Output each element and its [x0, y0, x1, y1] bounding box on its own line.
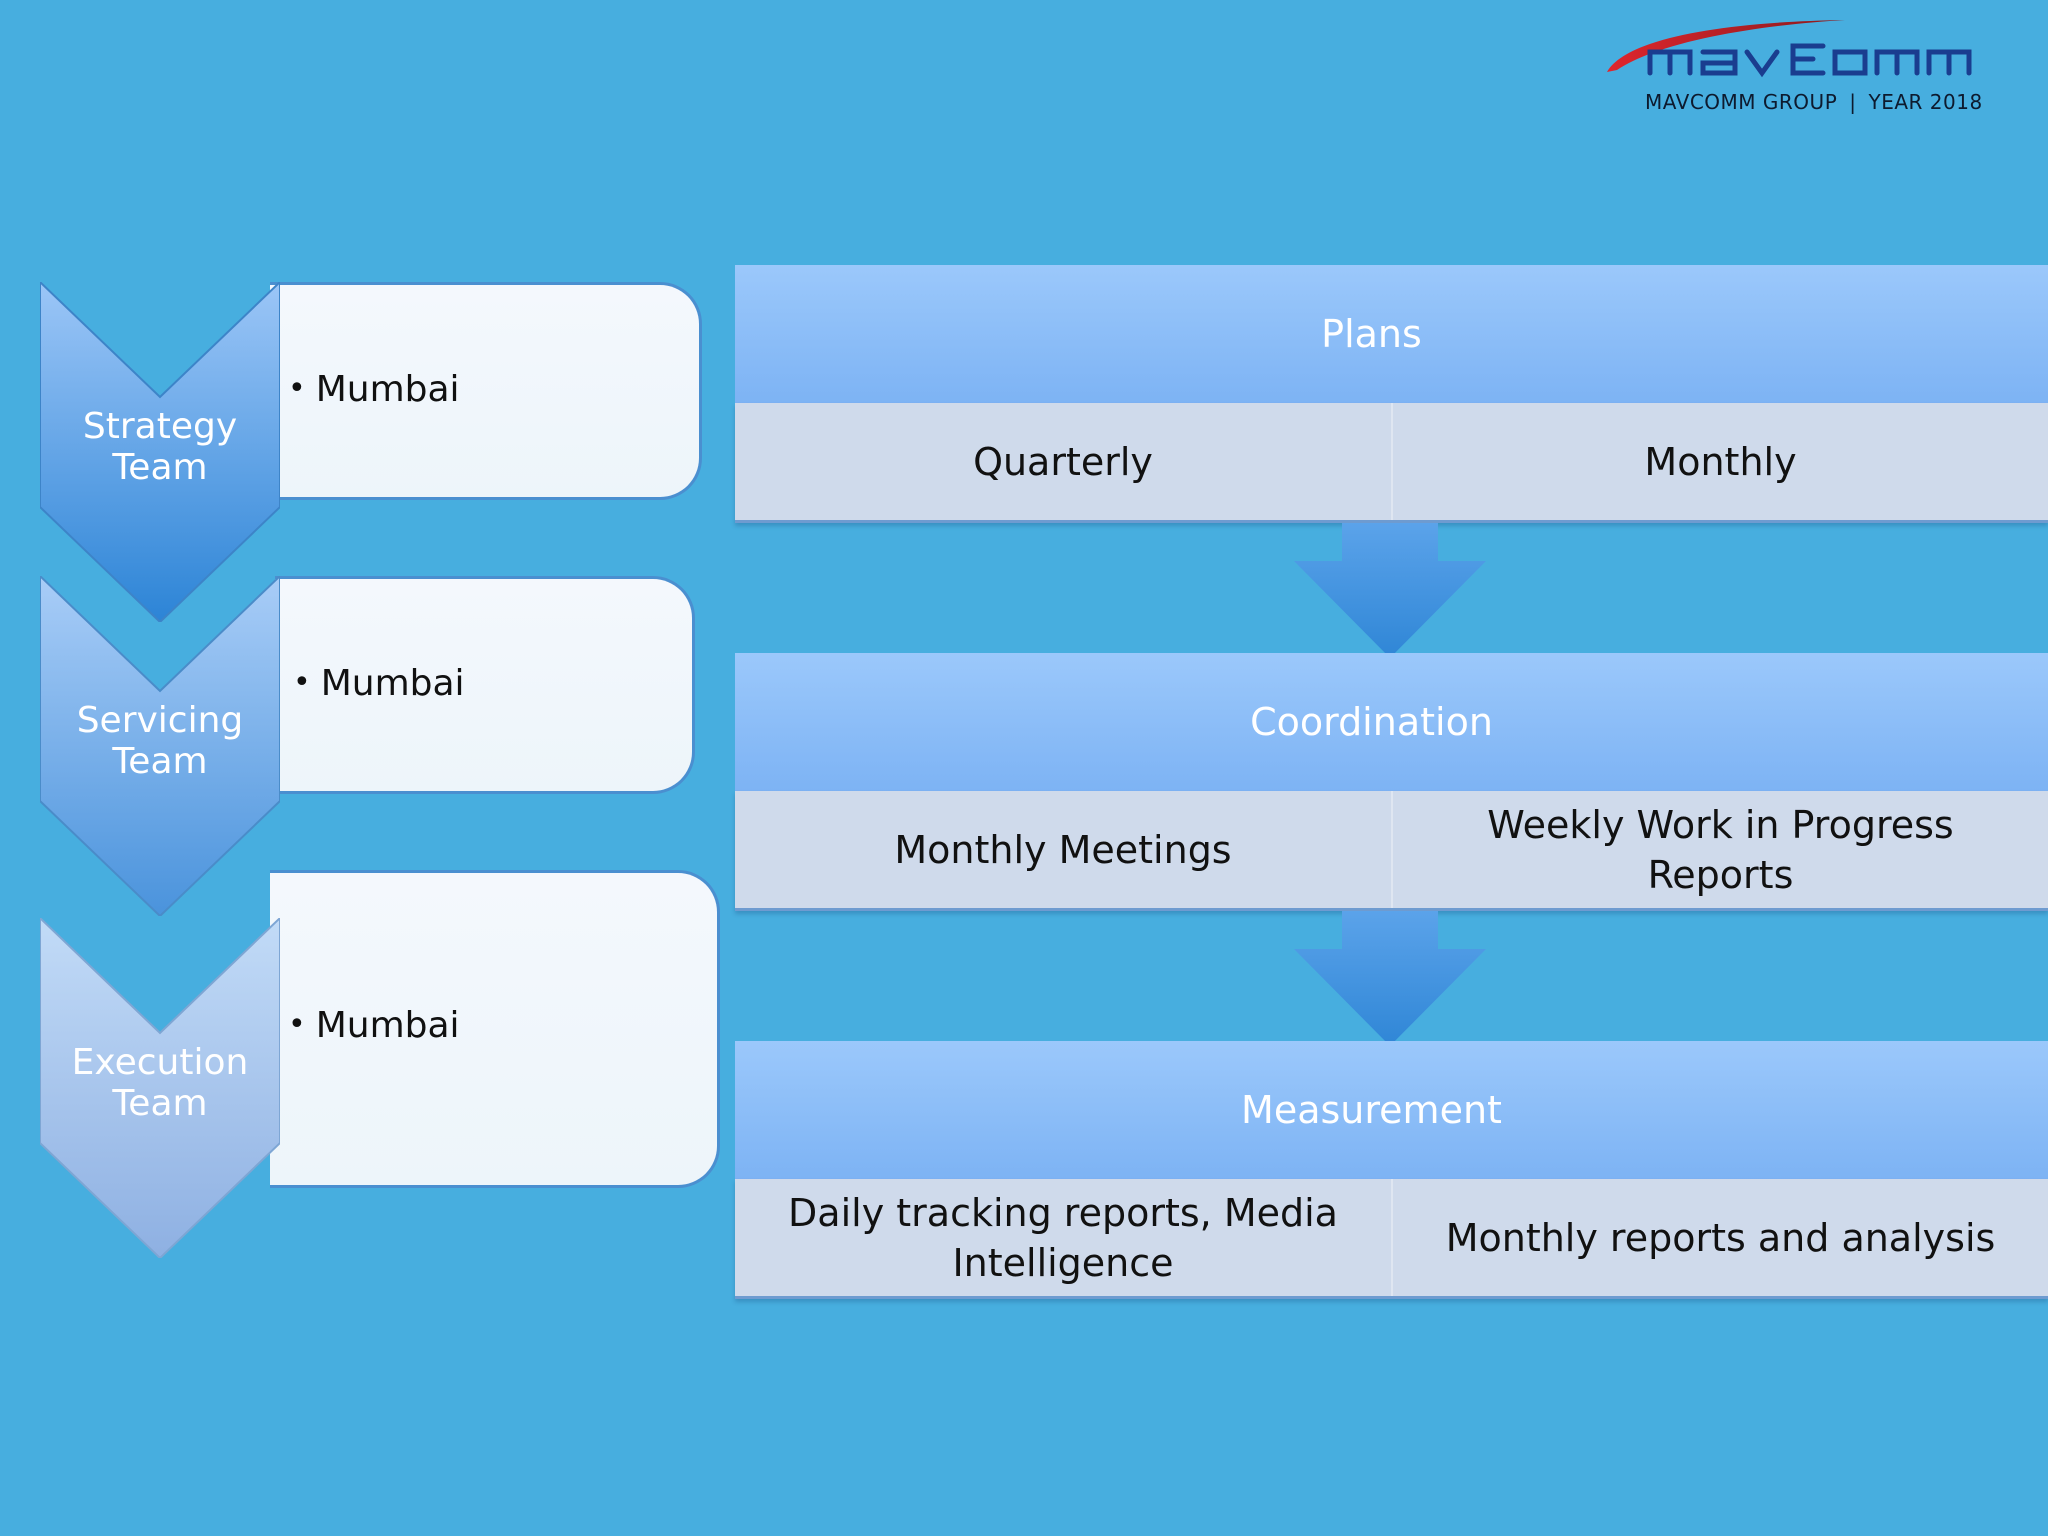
plans-left-cell: Quarterly — [735, 403, 1393, 520]
execution-team-item: • Mumbai — [288, 1005, 460, 1046]
plans-body: Quarterly Monthly — [735, 403, 2048, 523]
down-arrow-icon — [1294, 523, 1486, 658]
down-arrow-icon — [1294, 911, 1486, 1046]
logo-year: YEAR 2018 — [1868, 90, 1983, 114]
plans-block: Plans Quarterly Monthly — [735, 265, 2048, 523]
strategy-team-chevron: Strategy Team — [40, 282, 280, 622]
mavcomm-logo: MAVCOMM GROUP | YEAR 2018 — [1595, 10, 2015, 120]
strategy-team-location: Mumbai — [315, 369, 460, 410]
coordination-left-cell: Monthly Meetings — [735, 791, 1393, 908]
strategy-team-card: • Mumbai — [270, 282, 702, 500]
logo-caption: MAVCOMM GROUP | YEAR 2018 — [1645, 90, 2005, 114]
bullet-icon: • — [288, 371, 306, 406]
plans-title: Plans — [1321, 312, 1422, 356]
measurement-block: Measurement Daily tracking reports, Medi… — [735, 1041, 2048, 1299]
execution-team-label: Execution Team — [71, 1042, 249, 1124]
servicing-team-item: • Mumbai — [293, 663, 465, 704]
execution-team-location: Mumbai — [315, 1005, 460, 1046]
servicing-team-card: • Mumbai — [275, 576, 695, 794]
plans-right-cell: Monthly — [1644, 439, 1797, 484]
measurement-body: Daily tracking reports, Media Intelligen… — [735, 1179, 2048, 1299]
chevron-shape-icon — [40, 576, 280, 916]
servicing-team-location: Mumbai — [320, 663, 465, 704]
coordination-right-cell: Weekly Work in Progress Reports — [1487, 802, 1954, 897]
strategy-team-item: • Mumbai — [288, 369, 460, 410]
servicing-team-chevron: Servicing Team — [40, 576, 280, 916]
plans-header: Plans — [735, 265, 2048, 403]
strategy-team-label: Strategy Team — [82, 406, 238, 488]
measurement-left-cell: Daily tracking reports, Media Intelligen… — [735, 1179, 1393, 1296]
execution-team-card: • Mumbai — [270, 870, 720, 1188]
coordination-header: Coordination — [735, 653, 2048, 791]
servicing-team-label: Servicing Team — [76, 700, 244, 782]
measurement-header: Measurement — [735, 1041, 2048, 1179]
chevron-shape-icon — [40, 282, 280, 622]
bullet-icon: • — [293, 665, 311, 700]
execution-team-chevron: Execution Team — [40, 918, 280, 1258]
measurement-title: Measurement — [1241, 1088, 1502, 1132]
logo-separator: | — [1849, 90, 1857, 114]
coordination-body: Monthly Meetings Weekly Work in Progress… — [735, 791, 2048, 911]
bullet-icon: • — [288, 1007, 306, 1042]
coordination-title: Coordination — [1250, 700, 1493, 744]
logo-group-name: MAVCOMM GROUP — [1645, 90, 1838, 114]
chevron-shape-icon — [40, 918, 280, 1258]
mavcomm-wordmark-icon — [1607, 20, 1972, 78]
measurement-right-cell: Monthly reports and analysis — [1445, 1215, 1996, 1260]
coordination-block: Coordination Monthly Meetings Weekly Wor… — [735, 653, 2048, 911]
